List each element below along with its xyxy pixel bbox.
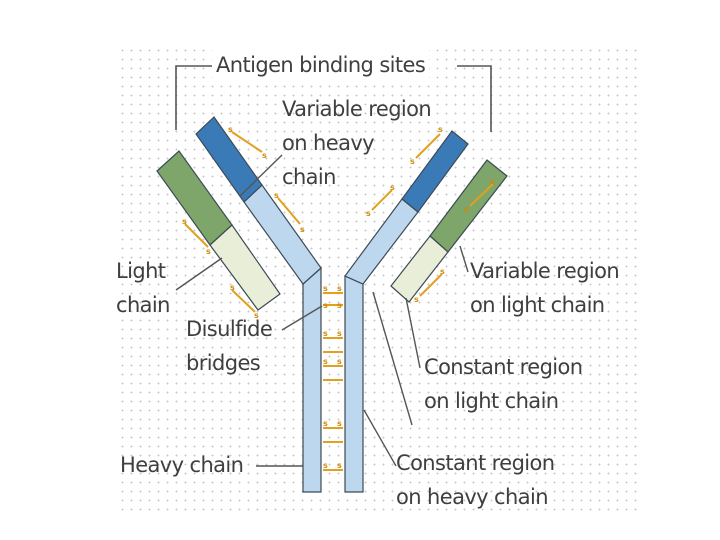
disulfide-bond	[231, 289, 256, 313]
disulfide-bonds-left	[184, 131, 301, 313]
diagram-panel	[118, 46, 640, 514]
constant-region-light-left	[209, 224, 281, 311]
leader-constant-heavy	[363, 409, 397, 467]
label-antigen-binding-sites: Antigen binding sites	[212, 48, 430, 82]
leader-variable-heavy	[239, 154, 283, 197]
disulfide-bond	[415, 133, 441, 159]
variable-region-heavy-right	[401, 130, 469, 213]
leader-lines	[175, 154, 469, 467]
sulfur-label: s	[414, 295, 419, 304]
sulfur-label: s	[337, 301, 342, 310]
sulfur-label: s	[323, 284, 328, 293]
constant-region-light-right	[390, 235, 449, 303]
sulfur-label: s	[323, 419, 328, 428]
sulfur-label: s	[337, 357, 342, 366]
leader-disulfide	[281, 305, 323, 331]
heavy-chain-right-stem	[344, 275, 364, 493]
label-variable-region-light: Variable region on light chain	[470, 259, 620, 317]
disulfide-bond	[469, 183, 494, 207]
sulfur-label: s	[230, 283, 235, 292]
label-constant-region-heavy: Constant region on heavy chain	[396, 451, 555, 509]
antigen-bracket-left	[175, 65, 212, 130]
sulfur-label: s	[262, 151, 267, 160]
disulfide-bonds-right	[371, 133, 494, 297]
sulfur-label: s	[228, 125, 233, 134]
disulfide-bonds-stem	[323, 292, 343, 471]
sulfur-label: s	[337, 329, 342, 338]
sulfur-label: s	[337, 284, 342, 293]
sulfur-label: s	[254, 311, 259, 320]
sulfur-label: s	[366, 209, 371, 218]
sulfur-label: s	[323, 329, 328, 338]
leader-light-chain	[175, 257, 223, 291]
sulfur-label: s	[206, 247, 211, 256]
variable-region-heavy-left	[195, 116, 263, 203]
sulfur-label: s	[337, 461, 342, 470]
sulfur-label: s	[337, 419, 342, 428]
sulfur-label: s	[390, 183, 395, 192]
label-heavy-chain: Heavy chain	[120, 453, 244, 477]
leader-constant-light-2	[372, 291, 413, 426]
sulfur-label: s	[182, 217, 187, 226]
disulfide-bond	[419, 273, 443, 297]
sulfur-label: s	[464, 205, 469, 214]
disulfide-bond	[184, 223, 209, 248]
sulfur-markers: s s s s s s s s s s s s s s s s s s s s …	[182, 125, 495, 470]
heavy-chain-left-stem	[302, 266, 322, 493]
label-light-chain: Light chain	[116, 259, 170, 317]
sulfur-label: s	[323, 357, 328, 366]
disulfide-bond	[231, 131, 263, 153]
antigen-bracket-right	[457, 65, 492, 132]
label-constant-region-light: Constant region on light chain	[424, 355, 583, 413]
sulfur-label: s	[490, 177, 495, 186]
sulfur-label: s	[410, 157, 415, 166]
sulfur-label: s	[440, 267, 445, 276]
label-disulfide-bridges: Disulfide bridges	[186, 317, 273, 375]
sulfur-label: s	[323, 301, 328, 310]
leader-variable-light	[459, 245, 469, 273]
leader-constant-light	[405, 297, 421, 369]
disulfide-bond	[371, 189, 393, 211]
sulfur-label: s	[300, 225, 305, 234]
sulfur-label: s	[438, 125, 443, 134]
sulfur-label: s	[323, 461, 328, 470]
sulfur-label: s	[274, 191, 279, 200]
disulfide-bond	[277, 197, 301, 225]
label-variable-region-heavy: Variable region on heavy chain	[282, 97, 432, 189]
